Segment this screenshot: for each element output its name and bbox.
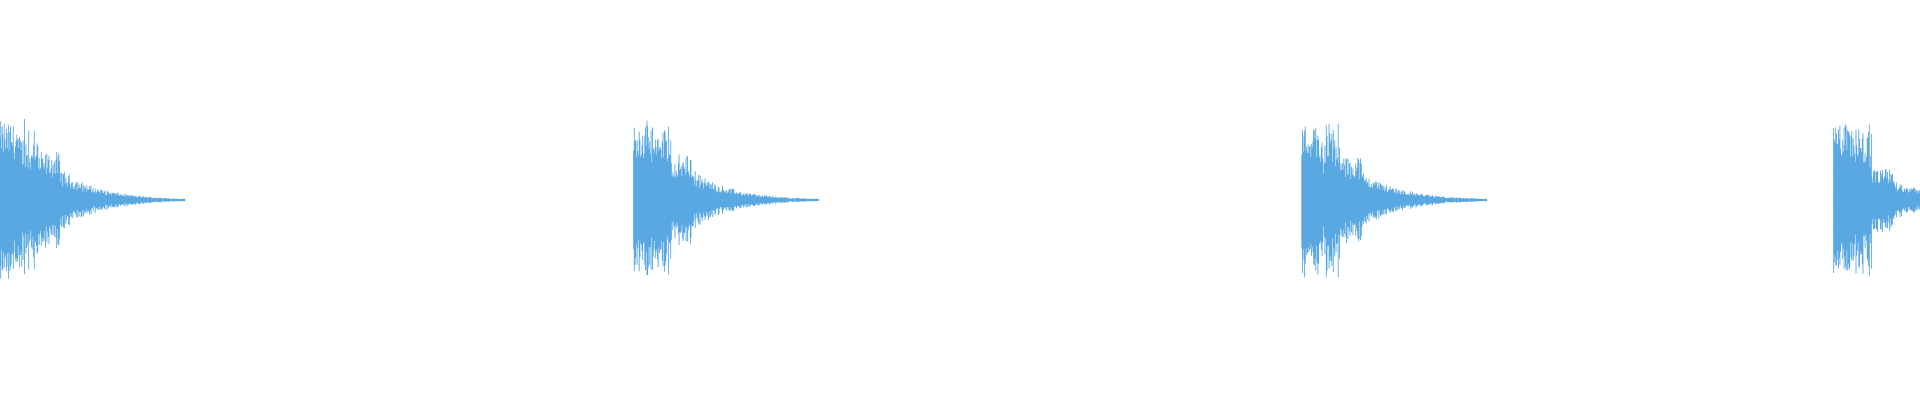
waveform-group	[0, 119, 1920, 279]
waveform-hit-1	[0, 119, 186, 279]
waveform-hit-3	[1301, 123, 1488, 278]
waveform-hit-4	[1833, 124, 1920, 277]
waveform-hit-2	[633, 120, 819, 275]
